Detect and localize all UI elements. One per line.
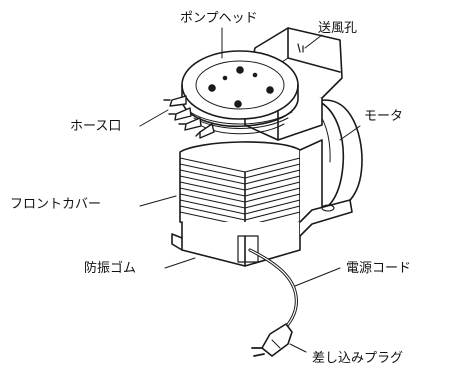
hose-port-nozzles bbox=[163, 95, 215, 139]
plug-shape bbox=[251, 323, 293, 357]
leader-lines bbox=[139, 27, 361, 353]
label-air-vent: 送風孔 bbox=[318, 21, 358, 36]
power-cord-line bbox=[248, 248, 298, 330]
label-rubber-mount: 防振ゴム bbox=[84, 261, 137, 276]
rubber-mount-base bbox=[171, 199, 353, 267]
front-cover-fins bbox=[179, 139, 323, 237]
label-front-cover: フロントカバー bbox=[10, 197, 102, 212]
pump-head-disc bbox=[181, 50, 299, 135]
label-pump-head: ポンプヘッド bbox=[180, 11, 258, 26]
label-hose-port: ホース口 bbox=[70, 119, 122, 134]
label-motor: モータ bbox=[364, 109, 404, 124]
label-power-cord: 電源コード bbox=[346, 261, 412, 276]
label-plug: 差し込みプラグ bbox=[312, 351, 404, 366]
